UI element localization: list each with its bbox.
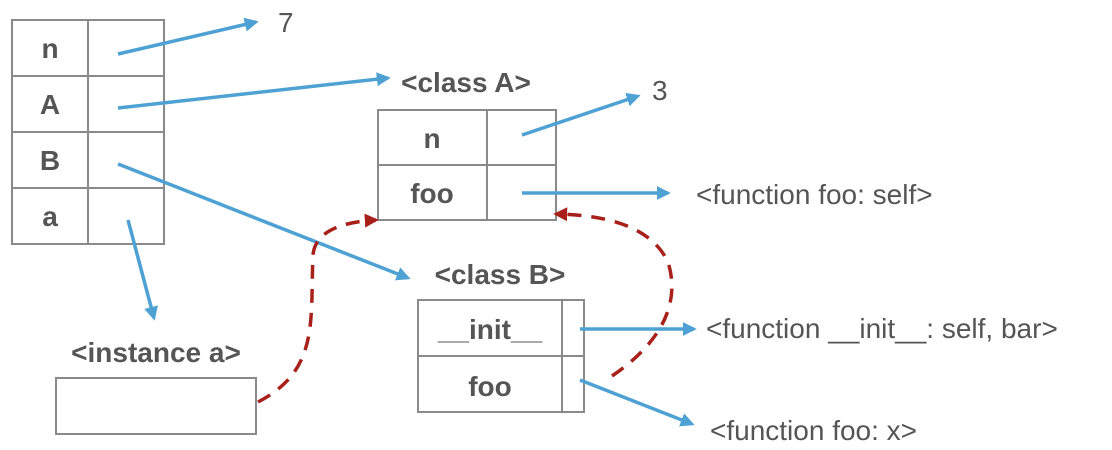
class-b-parent-link [553, 207, 674, 378]
instance-a-box [55, 377, 257, 435]
arrow-class-a-n-to-three [521, 92, 641, 137]
arrow-a-to-instance [126, 219, 158, 321]
instance-parent-link [257, 213, 379, 404]
arrow-b-to-class-b [117, 162, 411, 281]
arrow-n-to-seven [117, 17, 259, 56]
global-var-b-class: B [40, 145, 60, 176]
function-b-init: <function __init__: self, bar> [706, 313, 1058, 344]
global-var-n: n [41, 33, 58, 64]
value-seven: 7 [278, 7, 294, 38]
value-three: 3 [652, 75, 668, 106]
class-b-header: <class B> [435, 259, 566, 290]
class-b-attr-init: __init__ [437, 314, 543, 345]
class-b-table: __init__ foo [417, 299, 585, 413]
function-a-foo: <function foo: self> [696, 179, 933, 210]
class-a-header: <class A> [401, 67, 531, 98]
class-a-table: n foo [377, 109, 557, 221]
arrow-a-to-class-a [117, 72, 391, 110]
global-var-a-instance: a [42, 201, 58, 232]
function-b-foo: <function foo: x> [710, 415, 917, 446]
global-var-a-class: A [40, 89, 60, 120]
global-frame-table: n A B a [11, 19, 165, 245]
class-a-attr-foo: foo [410, 178, 454, 209]
class-a-attr-n: n [423, 123, 440, 154]
arrow-class-b-foo-to-function [579, 378, 695, 427]
instance-a-header: <instance a> [71, 337, 241, 368]
class-b-attr-foo: foo [468, 371, 512, 402]
